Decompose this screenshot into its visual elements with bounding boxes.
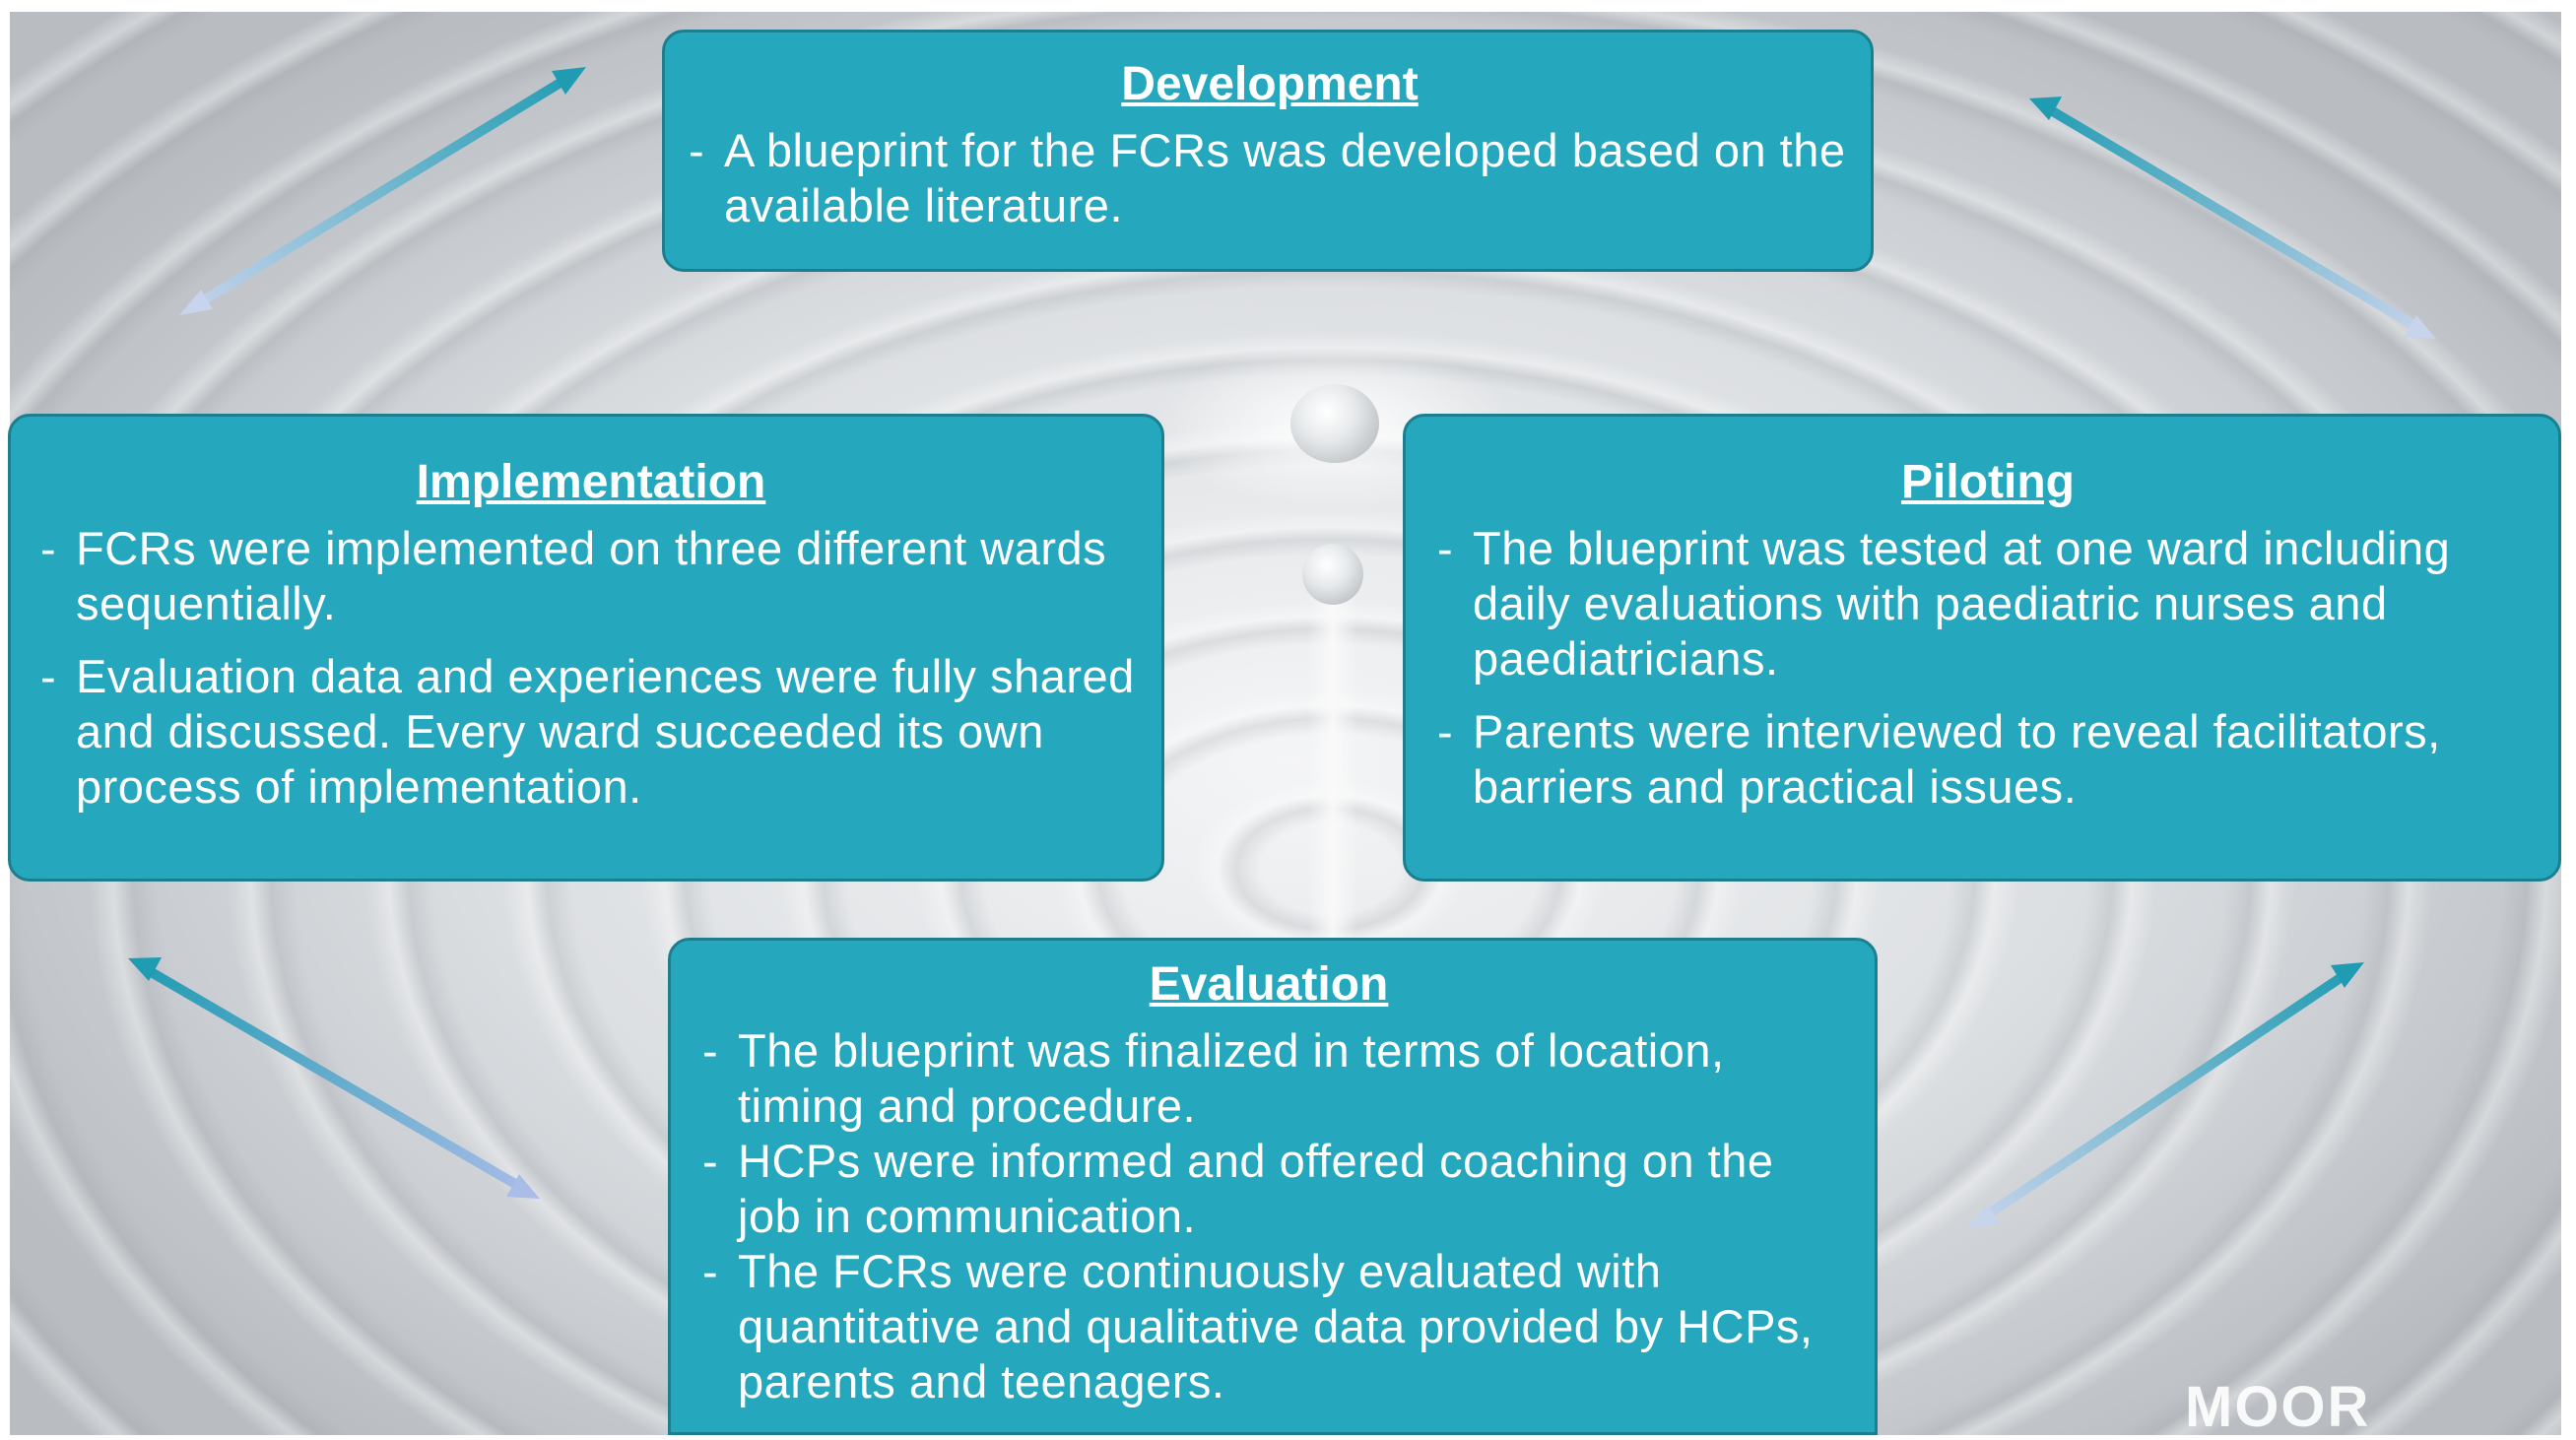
water-drop-upper (1290, 384, 1379, 463)
implementation-title: Implementation (416, 456, 766, 508)
development-title: Development (1121, 58, 1419, 110)
evaluation-title: Evaluation (1149, 958, 1389, 1011)
water-splash-column (1308, 563, 1357, 977)
development-bullet-1: -A blueprint for the FCRs was developed … (689, 124, 1846, 231)
piloting-bullet-1: -The blueprint was tested at one ward in… (1437, 522, 2451, 685)
evaluation-bullet-2: -HCPs were informed and offered coaching… (702, 1135, 1774, 1242)
moor-logo: MOOR (2185, 1375, 2371, 1439)
evaluation-box: Evaluation -The blueprint was finalized … (668, 938, 1878, 1435)
development-box: Development -A blueprint for the FCRs wa… (662, 30, 1874, 272)
evaluation-bullet-3: -The FCRs were continuously evaluated wi… (702, 1245, 1814, 1407)
implementation-bullet-1: -FCRs were implemented on three differen… (40, 522, 1107, 629)
piloting-box: Piloting -The blueprint was tested at on… (1403, 414, 2561, 882)
implementation-bullet-2: -Evaluation data and experiences were fu… (40, 650, 1135, 813)
implementation-box: Implementation -FCRs were implemented on… (8, 414, 1164, 882)
piloting-title: Piloting (1901, 456, 2075, 508)
water-drop-lower (1302, 544, 1363, 605)
evaluation-bullet-1: -The blueprint was finalized in terms of… (702, 1024, 1725, 1132)
piloting-bullet-2: -Parents were interviewed to reveal faci… (1437, 705, 2441, 813)
